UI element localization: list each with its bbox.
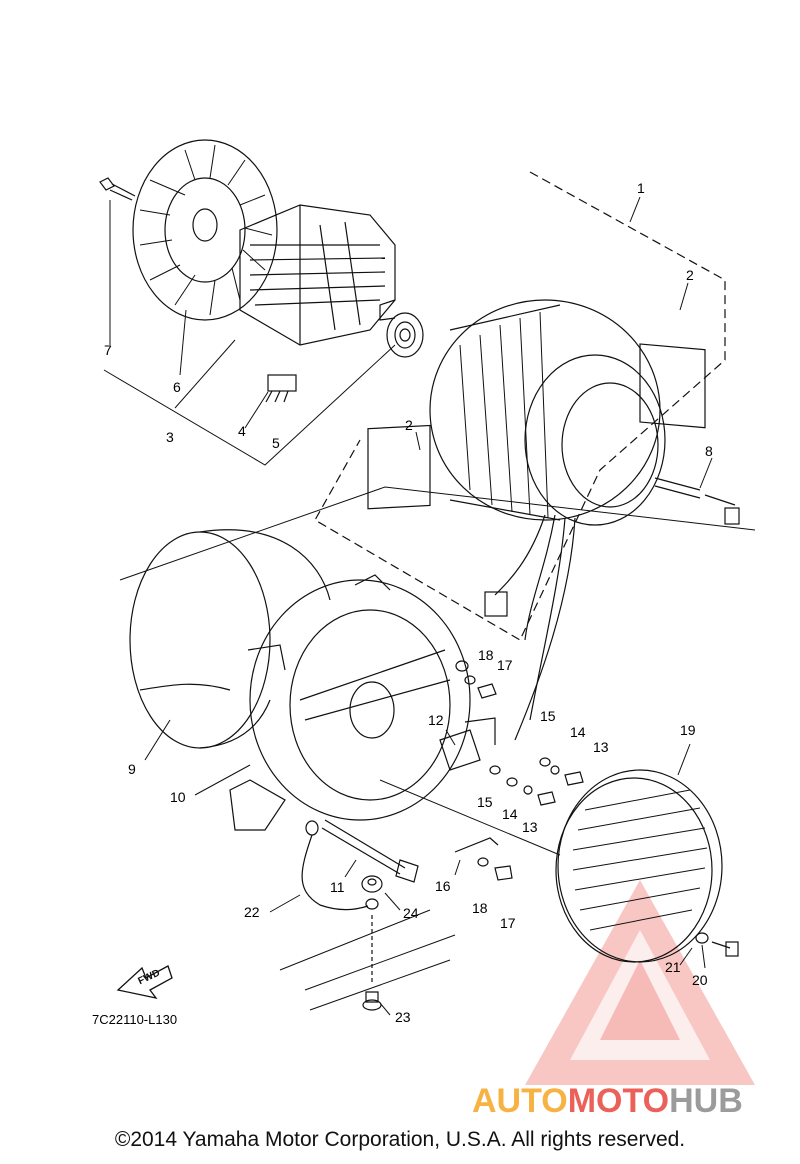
callout-2: 2 xyxy=(405,417,413,433)
callout-6: 6 xyxy=(173,379,181,395)
callout-18: 18 xyxy=(478,647,494,663)
callout-23: 23 xyxy=(395,1009,411,1025)
stator-group xyxy=(314,171,740,741)
callout-2: 2 xyxy=(686,267,694,283)
callout-11: 11 xyxy=(330,879,345,895)
grille-cover xyxy=(555,769,739,963)
callout-3: 3 xyxy=(166,429,174,445)
watermark-part-3: HUB xyxy=(669,1082,743,1120)
callout-15: 15 xyxy=(477,794,493,810)
fan-rotor-group xyxy=(99,139,424,403)
callout-labels: 1 2 2 3 4 5 6 7 8 9 10 11 12 13 13 14 14… xyxy=(104,180,713,1025)
small-fasteners xyxy=(301,660,584,1011)
fwd-arrow-icon: FWD xyxy=(116,965,173,999)
callout-16: 16 xyxy=(435,878,451,894)
watermark-part-1: AUTO xyxy=(472,1082,568,1120)
callout-14: 14 xyxy=(502,806,518,822)
callout-12: 12 xyxy=(428,712,444,728)
callout-15: 15 xyxy=(540,708,556,724)
callout-17: 17 xyxy=(500,915,516,931)
callout-18: 18 xyxy=(472,900,488,916)
callout-22: 22 xyxy=(244,904,260,920)
callout-13: 13 xyxy=(593,739,609,755)
callout-8: 8 xyxy=(705,443,713,459)
watermark-brand: AUTOMOTOHUB xyxy=(472,1082,743,1120)
callout-5: 5 xyxy=(272,435,280,451)
copyright-notice: ©2014 Yamaha Motor Corporation, U.S.A. A… xyxy=(114,1128,686,1151)
watermark-logo xyxy=(525,880,755,1085)
callout-20: 20 xyxy=(692,972,708,988)
reference-code: 7C22110-L130 xyxy=(92,1012,177,1027)
callout-7: 7 xyxy=(104,342,112,358)
brush-holder xyxy=(439,717,496,771)
svg-text:AUTOMOTOHUB: AUTOMOTOHUB xyxy=(472,1082,743,1120)
housing xyxy=(229,574,471,831)
callout-1: 1 xyxy=(637,180,645,196)
cover-band xyxy=(129,529,331,749)
callout-17: 17 xyxy=(497,657,513,673)
callout-9: 9 xyxy=(128,761,136,777)
callout-10: 10 xyxy=(170,789,186,805)
lower-frame-lines xyxy=(119,486,756,1011)
callout-14: 14 xyxy=(570,724,586,740)
callout-24: 24 xyxy=(403,905,419,921)
callout-19: 19 xyxy=(680,722,696,738)
callout-4: 4 xyxy=(238,423,246,439)
callout-21: 21 xyxy=(665,959,681,975)
leader-lines xyxy=(103,196,713,1016)
watermark-part-2: MOTO xyxy=(568,1082,669,1120)
callout-13: 13 xyxy=(522,819,538,835)
